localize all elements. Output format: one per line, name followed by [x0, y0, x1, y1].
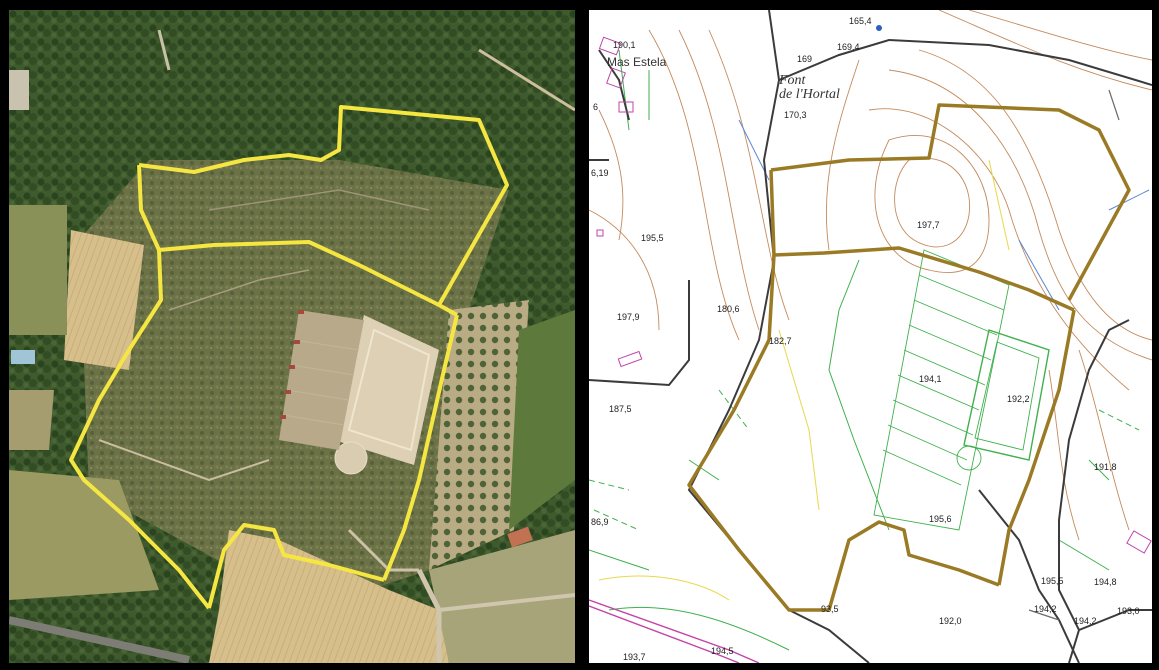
- elevation-label: 169,4: [837, 42, 860, 52]
- contour-lines: [589, 10, 1152, 541]
- elevation-label: 192,2: [1007, 394, 1030, 404]
- elevation-label: 197,7: [917, 220, 940, 230]
- aerial-photo-panel: [9, 10, 575, 663]
- elevation-label: 93,5: [821, 604, 839, 614]
- elevation-label: 191,8: [1094, 462, 1117, 472]
- elevation-label: 6: [593, 102, 598, 112]
- elevation-label: 170,3: [784, 110, 807, 120]
- elevation-label: 187,5: [609, 404, 632, 414]
- elevation-label: 180,6: [717, 304, 740, 314]
- elevation-label: 194,5: [711, 646, 734, 656]
- buildings: [596, 36, 1152, 554]
- elevation-label: 193,0: [1117, 606, 1140, 616]
- elevation-label: 194,1: [919, 374, 942, 384]
- elevation-label: 6,19: [591, 168, 609, 178]
- elevation-labels: 190,1 165,4 169 169,4 170,3 195,5 197,7 …: [591, 16, 1140, 662]
- elevation-label: 165,4: [849, 16, 872, 26]
- aerial-property-boundary: [69, 105, 509, 610]
- paddock-grid: [873, 249, 1050, 531]
- elevation-label: 86,9: [591, 517, 609, 527]
- aerial-photo: [9, 10, 575, 663]
- topographic-map: Mas Estela Font de l'Hortal 190,1 165,4 …: [589, 10, 1152, 663]
- elevation-label: 194,8: [1094, 577, 1117, 587]
- elevation-label: 193,7: [623, 652, 646, 662]
- topographic-map-panel: Mas Estela Font de l'Hortal 190,1 165,4 …: [589, 10, 1152, 663]
- railway: [589, 599, 760, 663]
- place-font-line2: de l'Hortal: [779, 87, 840, 102]
- place-font-line1: Font: [778, 73, 807, 88]
- spring-marker-icon: [876, 25, 882, 31]
- elevation-label: 195,5: [1041, 576, 1064, 586]
- elevation-label: 197,9: [617, 312, 640, 322]
- place-mas-estela: Mas Estela: [607, 55, 667, 69]
- elevation-label: 195,5: [641, 233, 664, 243]
- map-property-boundary: [687, 103, 1131, 612]
- elevation-label: 194,2: [1034, 604, 1057, 614]
- elevation-label: 194,2: [1074, 616, 1097, 626]
- elevation-label: 169: [797, 54, 812, 64]
- elevation-label: 190,1: [613, 40, 636, 50]
- vegetation-lines: [589, 49, 1110, 651]
- elevation-label: 195,6: [929, 514, 952, 524]
- elevation-label: 192,0: [939, 616, 962, 626]
- elevation-label: 182,7: [769, 336, 792, 346]
